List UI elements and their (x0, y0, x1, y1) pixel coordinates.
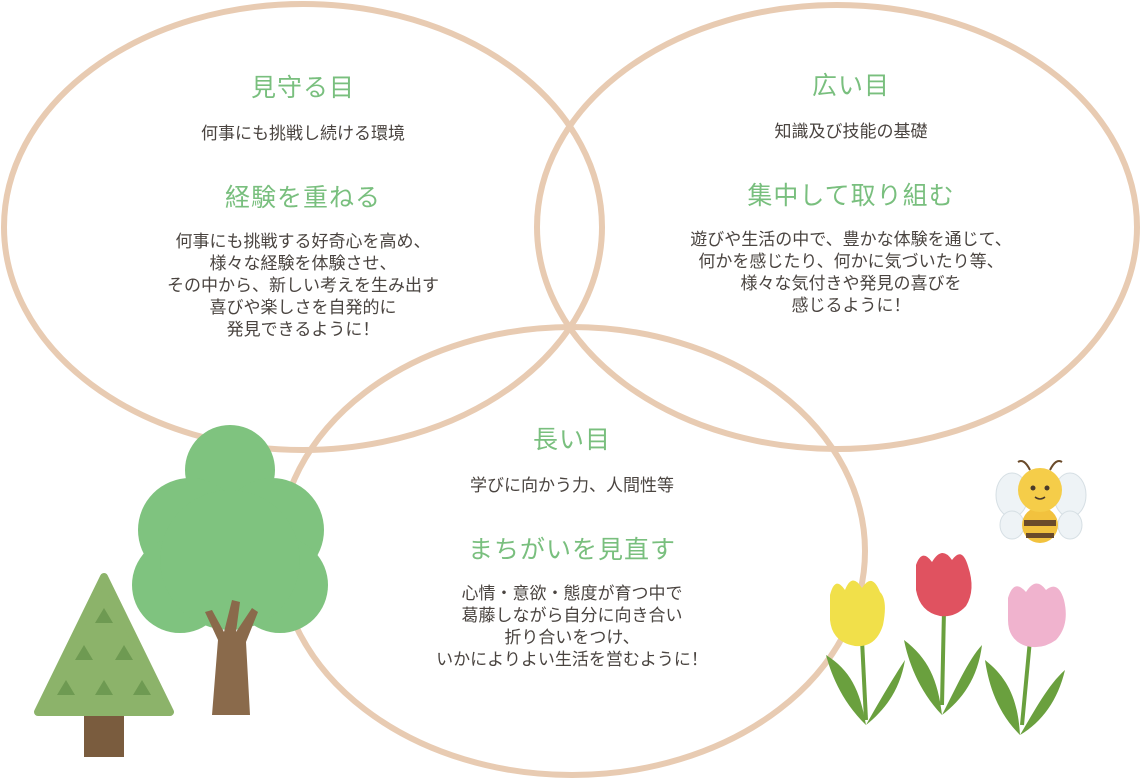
description-line: 発見できるように！ (226, 320, 380, 340)
description-line: 折り合いをつけ、 (504, 628, 640, 648)
description-line: 様々な経験を体験させ、 (209, 254, 397, 274)
circle-heading: まちがいを見直す (467, 535, 677, 564)
circle-description: 何事にも挑戦する好奇心を高め、 様々な経験を体験させ、 その中から、新しい考えを… (167, 231, 439, 341)
circle-heading: 集中して取り組む (747, 181, 955, 210)
description-line: その中から、新しい考えを生み出す (167, 276, 439, 296)
description-line: 何事にも挑戦する好奇心を高め、 (175, 232, 431, 252)
circle-description: 遊びや生活の中で、豊かな体験を通じて、 何かを感じたり、何かに気づいたり等、 様… (690, 229, 1011, 317)
description-line: いかによりよい生活を営むように！ (436, 650, 708, 670)
tulips-icon (826, 552, 1066, 735)
description-line: 心情・意欲・態度が育つ中で (461, 584, 683, 604)
circle-left (1, 1, 605, 453)
circle-heading: 経験を重ねる (224, 183, 381, 212)
round-tree-icon (132, 425, 328, 715)
circle-subtitle: 知識及び技能の基礎 (774, 122, 928, 142)
circle-right (534, 2, 1140, 452)
bee-icon (995, 460, 1087, 543)
circle-title: 広い目 (811, 71, 891, 100)
description-line: 葛藤しながら自分に向き合い (461, 606, 683, 626)
circle-subtitle: 何事にも挑戦し続ける環境 (201, 124, 405, 144)
description-line: 感じるように！ (791, 296, 911, 316)
circle-left-content: 見守る目 何事にも挑戦し続ける環境 経験を重ねる 何事にも挑戦する好奇心を高め、… (167, 73, 439, 341)
pine-tree-icon (34, 573, 174, 757)
circle-description: 心情・意欲・態度が育つ中で 葛藤しながら自分に向き合い 折り合いをつけ、 いかに… (436, 583, 708, 671)
circle-right-content: 広い目 知識及び技能の基礎 集中して取り組む 遊びや生活の中で、豊かな体験を通じ… (690, 71, 1011, 317)
circle-bottom-content: 長い目 学びに向かう力、人間性等 まちがいを見直す 心情・意欲・態度が育つ中で … (436, 425, 708, 671)
description-line: 遊びや生活の中で、豊かな体験を通じて、 (690, 230, 1012, 250)
description-line: 様々な気付きや発見の喜びを (740, 274, 962, 294)
description-line: 何かを感じたり、何かに気づいたり等、 (698, 252, 1004, 272)
description-line: 喜びや楽しさを自発的に (209, 298, 397, 318)
circle-subtitle: 学びに向かう力、人間性等 (469, 476, 674, 496)
circle-title: 長い目 (532, 425, 612, 454)
circle-title: 見守る目 (250, 73, 355, 102)
